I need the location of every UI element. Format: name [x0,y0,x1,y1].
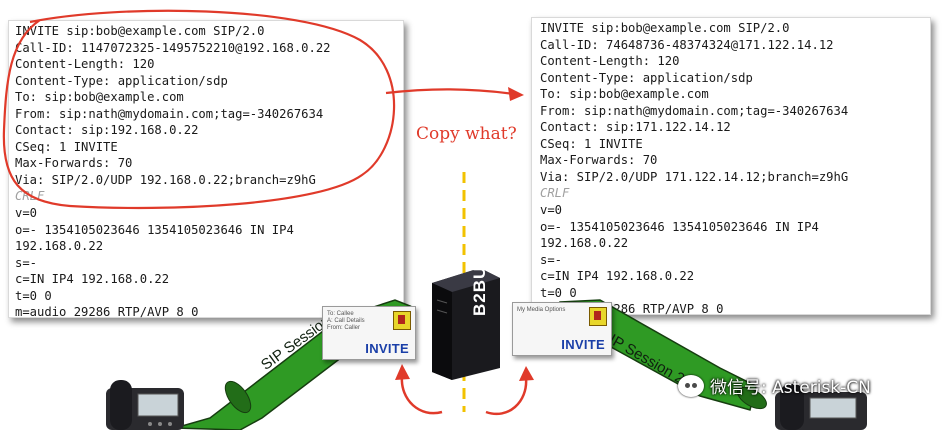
right-message-line: CRLF [540,186,570,201]
left-message-line: Via: SIP/2.0/UDP 192.168.0.22;branch=z9h… [15,172,316,187]
left-message-line: To: sip:bob@example.com [15,90,184,105]
right-message-line: t=0 0 [540,285,577,300]
b2bua-server [432,268,500,380]
watermark-text: 微信号: Asterisk-CN [710,378,871,398]
right-message-line: v=0 [540,203,563,218]
left-message-line: m=audio 29286 RTP/AVP 8 0 [15,305,199,320]
invite-label-right: INVITE [561,337,605,352]
copy-what-label: Copy what? [416,124,517,144]
right-message-line: To: sip:bob@example.com [540,87,709,102]
right-message-line: Max-Forwards: 70 [540,153,658,168]
invite-envelope-right: My Media Options INVITE [512,302,612,356]
phone-left-icon [106,380,184,430]
invite-envelope-left: To: Callee A: Call Details From: Caller … [322,306,416,360]
left-message-line: Max-Forwards: 70 [15,156,133,171]
copy-arrow [385,88,515,96]
left-message-line: Call-ID: 1147072325-1495752210@192.168.0… [15,40,331,55]
b2bua-symbol: <|> [470,211,489,240]
b2bua-name: B2BUA [470,253,489,316]
left-message-line: Content-Type: application/sdp [15,73,228,88]
annotation-circle [2,9,396,210]
left-message-line: s=- [15,255,38,270]
wechat-icon [678,374,704,397]
right-message-line: Content-Length: 120 [540,54,680,69]
envelope-right-details: My Media Options [517,307,566,313]
left-message-line: o=- 1354105023646 1354105023646 IN IP4 [15,222,294,237]
return-arrow-right [485,377,528,415]
left-message-line: 192.168.0.22 [15,239,104,254]
right-message-line: o=- 1354105023646 1354105023646 IN IP4 [540,219,819,234]
right-message-line: CSeq: 1 INVITE [540,136,643,151]
right-message-line: Call-ID: 74648736-48374324@171.122.14.12 [540,37,834,52]
left-message-line: Content-Length: 120 [15,57,155,72]
right-message-line: c=IN IP4 192.168.0.22 [540,269,695,284]
left-message-line: From: sip:nath@mydomain.com;tag=-3402676… [15,106,324,121]
phone-right-icon [775,384,867,430]
right-message-line: 192.168.0.22 [540,236,629,251]
left-message-line: Contact: sip:192.168.0.22 [15,123,199,138]
left-message-line: v=0 [15,206,38,221]
left-message-line: t=0 0 [15,288,52,303]
stamp-icon [393,311,411,330]
right-message-line: From: sip:nath@mydomain.com;tag=-3402676… [540,103,849,118]
watermark: 微信号: Asterisk-CN [678,373,871,398]
invite-label-left: INVITE [365,341,409,356]
right-message-line: Content-Type: application/sdp [540,70,753,85]
stamp-icon [589,307,607,326]
left-message-line: c=IN IP4 192.168.0.22 [15,272,170,287]
b2bua-label: B2BUA <|> [470,212,490,316]
envelope-left-details: To: Callee A: Call Details From: Caller [327,311,365,331]
left-message-line: CSeq: 1 INVITE [15,139,118,154]
right-message-line: INVITE sip:bob@example.com SIP/2.0 [540,21,790,35]
right-message-line: Contact: sip:171.122.14.12 [540,120,731,135]
right-message-line: Via: SIP/2.0/UDP 171.122.14.12;branch=z9… [540,169,849,184]
return-arrow-left [400,375,443,415]
right-message-line: s=- [540,252,563,267]
